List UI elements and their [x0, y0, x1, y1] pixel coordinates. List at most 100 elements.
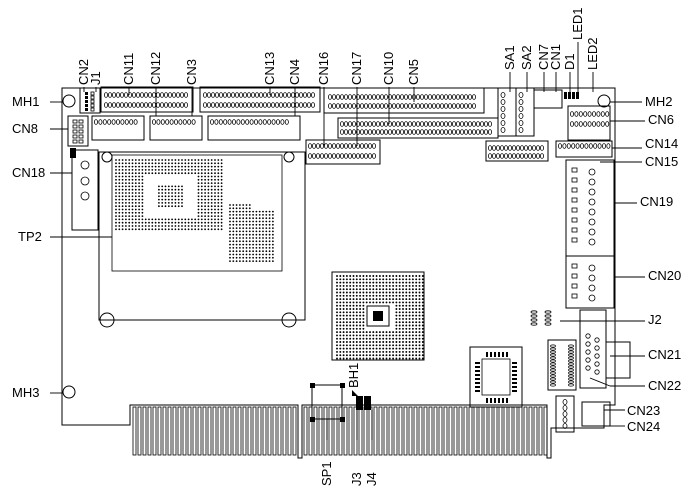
header-pin — [536, 145, 541, 151]
header-pin — [459, 129, 464, 135]
cn22-pin — [550, 347, 556, 351]
bga-dot — [214, 215, 216, 218]
bga-dot — [352, 324, 355, 327]
bga-dot — [232, 217, 235, 220]
bga-dot — [204, 218, 207, 221]
bga-dot — [265, 250, 268, 253]
bga-dot — [144, 225, 147, 227]
cn22-pin — [568, 347, 574, 351]
header-pin — [246, 102, 251, 108]
bga-dot — [125, 162, 127, 165]
bga-dot — [395, 341, 398, 343]
header-pin — [596, 121, 601, 127]
bga-dot — [382, 291, 385, 294]
cn16-outline — [305, 139, 381, 165]
bga-dot — [210, 178, 213, 181]
bga-dot — [268, 253, 271, 256]
bga-dot — [138, 218, 141, 221]
bga-dot — [121, 215, 124, 218]
bga-dot — [345, 324, 348, 327]
header-pin — [487, 129, 492, 135]
header-pin — [427, 121, 432, 127]
bga-dot — [151, 228, 154, 231]
bga-dot — [408, 341, 411, 343]
cn22-pin — [568, 377, 574, 381]
bga-dot — [411, 337, 414, 340]
header-pin — [124, 102, 129, 108]
bga-dot — [121, 175, 124, 178]
bga-dot — [411, 321, 414, 324]
bga-dot — [217, 198, 220, 201]
bga-dot — [402, 321, 404, 324]
bga-dot — [255, 247, 258, 249]
bga-dot — [128, 205, 131, 208]
header-pin — [151, 92, 156, 98]
cn14-outline — [555, 140, 613, 158]
bga-dot — [355, 275, 358, 277]
bga-dot — [339, 281, 342, 284]
bga-dot — [411, 334, 414, 337]
bga-dot — [342, 341, 345, 343]
gold-finger — [508, 406, 513, 456]
header-pin — [331, 143, 336, 149]
gold-finger — [152, 406, 157, 456]
bga-dot — [204, 198, 207, 201]
bga-dot — [115, 188, 117, 191]
header-pin — [222, 102, 227, 108]
rj45-pin — [588, 168, 596, 176]
gold-finger — [187, 406, 192, 456]
bga-dot — [421, 354, 424, 357]
bga-dot — [181, 198, 183, 201]
sa-pin — [500, 106, 506, 112]
bga-dot — [378, 301, 381, 304]
bga-dot — [262, 240, 264, 243]
bga-dot — [171, 221, 174, 224]
bga-dot — [181, 188, 183, 191]
header-pin — [431, 103, 436, 109]
bga-dot — [369, 337, 371, 340]
header-pin — [343, 103, 348, 109]
bga-dot — [382, 350, 385, 353]
bga-dot — [242, 227, 245, 230]
bga-dot — [339, 291, 342, 294]
rj45-pin — [571, 207, 578, 213]
bga-dot — [242, 223, 245, 226]
bga-dot — [359, 331, 362, 334]
gold-finger — [162, 406, 167, 456]
label-cn24: CN24 — [627, 419, 660, 434]
bga-dot — [184, 172, 187, 175]
plcc-pin — [512, 366, 517, 368]
bga-dot — [349, 314, 352, 317]
bga-dot — [210, 175, 213, 178]
bga-dot — [382, 337, 385, 340]
bga-dot — [128, 185, 131, 188]
bga-dot — [349, 301, 352, 304]
bga-dot — [402, 341, 404, 343]
bga-dot — [415, 278, 418, 281]
bga-dot — [262, 247, 264, 249]
bga-dot — [372, 347, 375, 350]
label-cn7: CN7 — [536, 44, 551, 70]
header-pin — [238, 102, 243, 108]
gold-finger — [222, 406, 227, 456]
bga-dot — [372, 291, 375, 294]
header-pin — [443, 103, 448, 109]
bga-dot — [388, 344, 391, 347]
bga-dot — [197, 198, 200, 201]
bga-dot — [210, 202, 213, 204]
bga-dot — [262, 237, 264, 239]
bga-dot — [262, 250, 264, 253]
bga-dot — [421, 337, 424, 340]
bga-dot — [171, 185, 174, 188]
bga-dot — [134, 211, 137, 214]
plcc-pin — [512, 386, 517, 388]
bga-dot — [378, 284, 381, 287]
header-pin — [507, 145, 512, 151]
bga-dot — [345, 317, 348, 320]
bga-dot — [362, 291, 365, 294]
bga-dot — [214, 225, 216, 227]
bga-dot — [388, 281, 391, 284]
bga-dot — [352, 337, 355, 340]
header-pin — [536, 153, 541, 159]
gold-finger — [438, 406, 443, 456]
